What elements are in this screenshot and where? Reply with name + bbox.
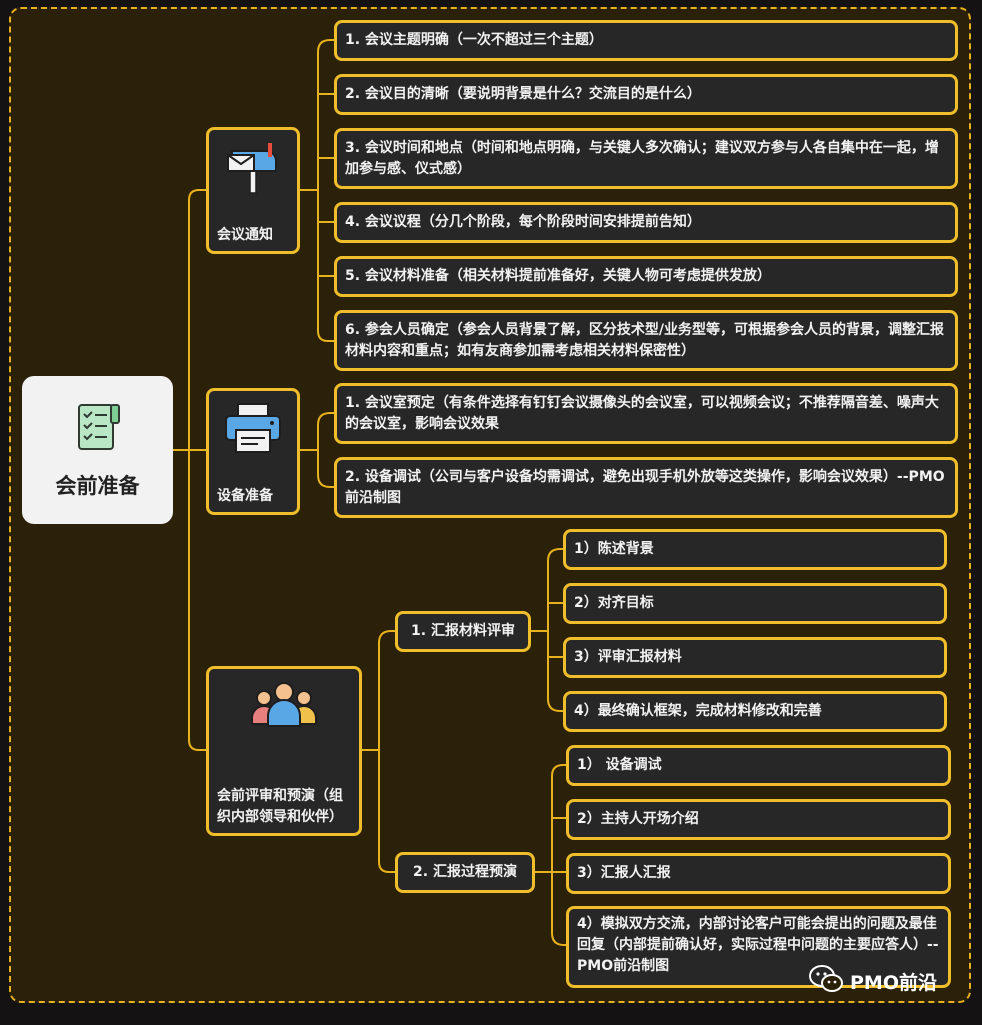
category-label: 会议通知 bbox=[217, 227, 273, 243]
notice-item-text: 4. 会议议程（分几个阶段，每个阶段时间安排提前告知） bbox=[345, 214, 701, 230]
material-review-item[interactable]: 1）陈述背景 bbox=[563, 529, 947, 570]
item-text: 2）对齐目标 bbox=[574, 595, 654, 611]
notice-item[interactable]: 3. 会议时间和地点（时间和地点明确，与关键人多次确认；建议双方参与人各自集中在… bbox=[334, 128, 958, 189]
review-sub-material[interactable]: 1. 汇报材料评审 bbox=[395, 611, 531, 652]
notice-item-text: 1. 会议主题明确（一次不超过三个主题） bbox=[345, 32, 603, 48]
notice-item-text: 2. 会议目的清晰（要说明背景是什么？交流目的是什么） bbox=[345, 86, 701, 102]
category-meeting-notice[interactable]: 会议通知 bbox=[206, 127, 300, 254]
device-item[interactable]: 1. 会议室预定（有条件选择有钉钉会议摄像头的会议室，可以视频会议；不推荐隔音差… bbox=[334, 383, 958, 444]
sub-label: 1. 汇报材料评审 bbox=[411, 623, 515, 639]
item-text: 3）评审汇报材料 bbox=[574, 649, 682, 665]
device-item-text: 2. 设备调试（公司与客户设备均需调试，避免出现手机外放等这类操作，影响会议效果… bbox=[345, 468, 945, 506]
device-item-text: 1. 会议室预定（有条件选择有钉钉会议摄像头的会议室，可以视频会议；不推荐隔音差… bbox=[345, 394, 939, 432]
rehearsal-item[interactable]: 2）主持人开场介绍 bbox=[566, 799, 951, 840]
wechat-icon bbox=[808, 964, 850, 999]
notice-item[interactable]: 1. 会议主题明确（一次不超过三个主题） bbox=[334, 20, 958, 61]
notice-item[interactable]: 5. 会议材料准备（相关材料提前准备好，关键人物可考虑提供发放） bbox=[334, 256, 958, 297]
sub-label: 2. 汇报过程预演 bbox=[413, 864, 517, 880]
item-text: 4）模拟双方交流，内部讨论客户可能会提出的问题及最佳回复（内部提前确认好，实际过… bbox=[577, 916, 939, 974]
printer-icon bbox=[222, 400, 284, 463]
item-text: 2）主持人开场介绍 bbox=[577, 811, 699, 827]
team-icon bbox=[248, 678, 320, 735]
root-label: 会前准备 bbox=[55, 473, 140, 498]
item-text: 4）最终确认框架，完成材料修改和完善 bbox=[574, 703, 822, 719]
notice-item-text: 6. 参会人员确定（参会人员背景了解，区分技术型/业务型等，可根据参会人员的背景… bbox=[345, 321, 945, 359]
notice-item-text: 3. 会议时间和地点（时间和地点明确，与关键人多次确认；建议双方参与人各自集中在… bbox=[345, 139, 939, 177]
item-text: 3）汇报人汇报 bbox=[577, 865, 671, 881]
material-review-item[interactable]: 3）评审汇报材料 bbox=[563, 637, 947, 678]
notice-item-text: 5. 会议材料准备（相关材料提前准备好，关键人物可考虑提供发放） bbox=[345, 268, 771, 284]
notice-item[interactable]: 2. 会议目的清晰（要说明背景是什么？交流目的是什么） bbox=[334, 74, 958, 115]
rehearsal-item[interactable]: 1） 设备调试 bbox=[566, 745, 951, 786]
notice-item[interactable]: 6. 参会人员确定（参会人员背景了解，区分技术型/业务型等，可根据参会人员的背景… bbox=[334, 310, 958, 371]
watermark: PMO前沿 bbox=[808, 964, 937, 999]
category-label: 会前评审和预演（组织内部领导和伙伴） bbox=[217, 788, 343, 825]
rehearsal-item[interactable]: 3）汇报人汇报 bbox=[566, 853, 951, 894]
watermark-text: PMO前沿 bbox=[850, 972, 937, 994]
notice-item[interactable]: 4. 会议议程（分几个阶段，每个阶段时间安排提前告知） bbox=[334, 202, 958, 243]
review-sub-rehearsal[interactable]: 2. 汇报过程预演 bbox=[395, 852, 535, 893]
mailbox-icon bbox=[224, 139, 282, 204]
category-device-prep[interactable]: 设备准备 bbox=[206, 388, 300, 515]
device-item[interactable]: 2. 设备调试（公司与客户设备均需调试，避免出现手机外放等这类操作，影响会议效果… bbox=[334, 457, 958, 518]
item-text: 1） 设备调试 bbox=[577, 757, 662, 773]
category-review-rehearsal[interactable]: 会前评审和预演（组织内部领导和伙伴） bbox=[206, 666, 362, 836]
material-review-item[interactable]: 2）对齐目标 bbox=[563, 583, 947, 624]
root-node: 会前准备 bbox=[22, 376, 173, 524]
category-label: 设备准备 bbox=[217, 488, 273, 504]
material-review-item[interactable]: 4）最终确认框架，完成材料修改和完善 bbox=[563, 691, 947, 732]
rehearsal-item[interactable]: 4）模拟双方交流，内部讨论客户可能会提出的问题及最佳回复（内部提前确认好，实际过… bbox=[566, 906, 951, 988]
checklist-icon bbox=[73, 401, 123, 458]
item-text: 1）陈述背景 bbox=[574, 541, 654, 557]
